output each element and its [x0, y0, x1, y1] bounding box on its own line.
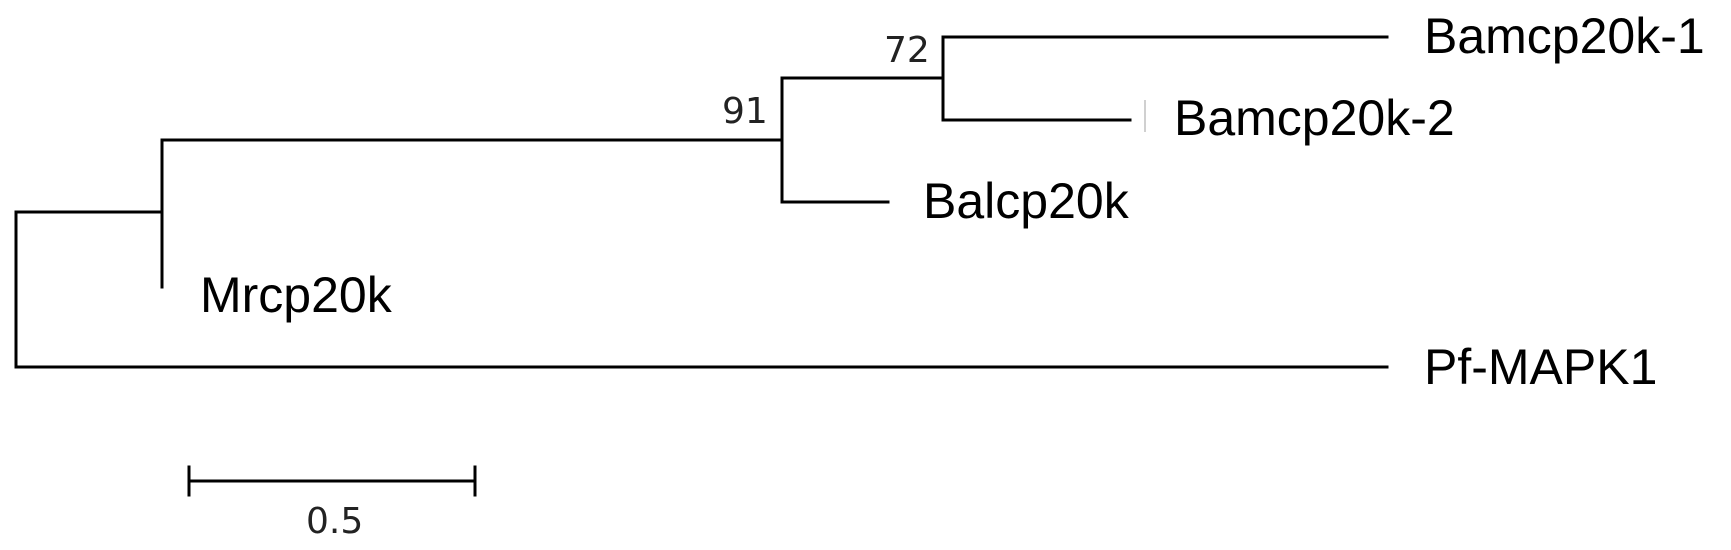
scale-bar-label: 0.5	[306, 501, 363, 542]
leaf-label-bamcp20k-1: Bamcp20k-1	[1424, 8, 1705, 64]
scale-bar: 0.5	[187, 465, 477, 542]
leaf-label-pf-mapk1: Pf-MAPK1	[1424, 339, 1657, 395]
leaf-label-mrcp20k: Mrcp20k	[200, 267, 393, 323]
support-value-72: 72	[884, 30, 930, 71]
support-value-91: 91	[722, 91, 768, 132]
leaf-label-bamcp20k-2: Bamcp20k-2	[1174, 90, 1455, 146]
leaf-label-balcp20k: Balcp20k	[923, 173, 1130, 229]
